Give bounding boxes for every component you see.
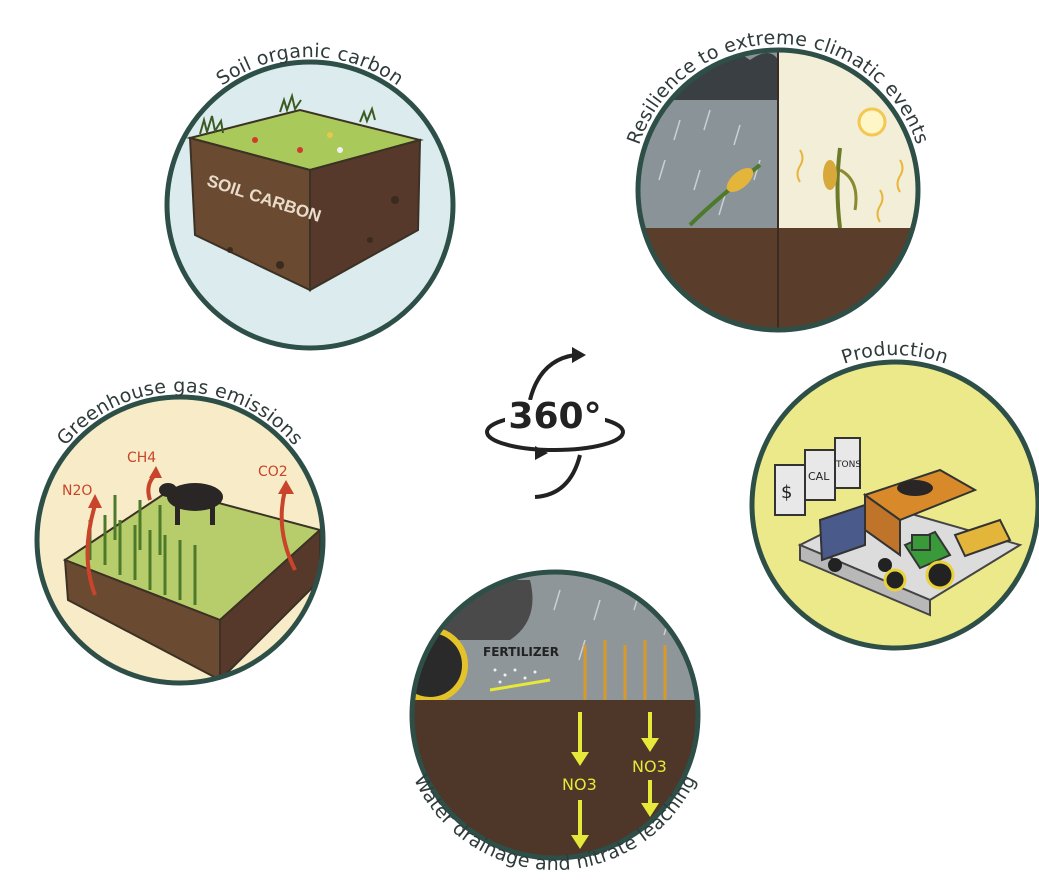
water-drainage-panel-ring [409,569,701,861]
soil-panel-ring [164,59,456,351]
greenhouse-gas-panel: N2O CH4 CO2 Greenhouse gas emissions [34,375,326,686]
center-360-text: 360° [508,396,601,437]
production-illustration: $ CAL TONS [774,437,1023,617]
cow-icon [159,483,223,525]
sign-tons-text: TONS [835,460,861,470]
truck-icon [818,468,978,572]
no3-text-left: NO3 [562,775,597,794]
co2-text: CO2 [258,464,288,480]
resilience-panel-ring [635,47,921,333]
soil-block-illustration: SOIL CARBON [186,92,424,292]
sign-dollar-text: $ [781,482,792,503]
production-panel-ring [749,359,1039,651]
fertilizer-text: FERTILIZER [483,645,559,659]
no3-text-right: NO3 [632,757,667,776]
sun-icon [857,107,887,137]
price-sign: $ CAL TONS [774,437,861,516]
ghg-panel-ring [34,394,326,686]
nitrate-arrow-left-icon [571,712,589,849]
tractor-icon [883,518,1012,592]
n2o-arrow-icon [85,504,97,596]
production-panel: $ CAL TONS Production [749,338,1039,651]
resilience-panel: Resilience to extreme climatic events [623,27,933,333]
co2-arrow-icon [279,489,297,571]
sign-cal-text: CAL [808,470,830,483]
tractor-wheel-icon [412,627,468,703]
soil-organic-carbon-panel: SOIL CARBON Soil organic carbon [164,40,456,351]
nitrate-arrow-right-icon [641,712,659,817]
water-drainage-panel: FERTILIZER [409,569,701,875]
rotation-360-icon: 360° [485,347,625,499]
ch4-text: CH4 [127,450,156,466]
n2o-text: N2O [62,483,92,499]
